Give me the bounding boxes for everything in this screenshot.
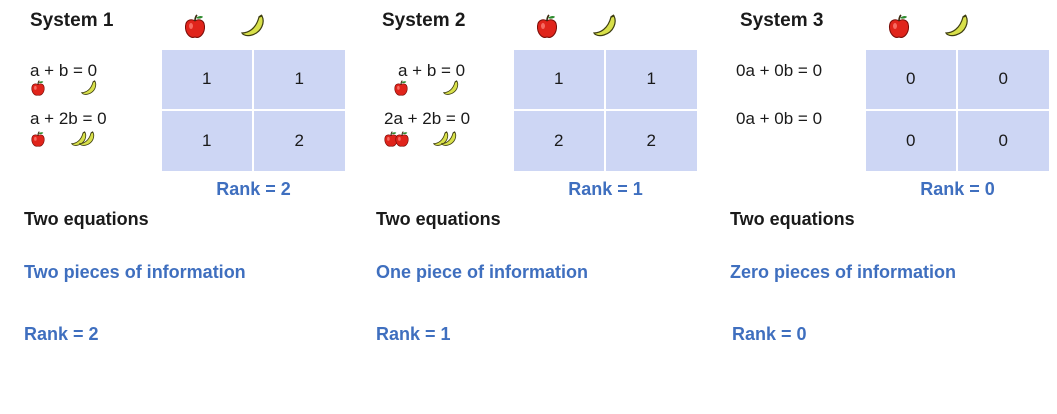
banana-icon: [592, 14, 618, 38]
matrix-cell: 0: [866, 110, 958, 171]
system-panel-3: System 3 0a + 0b = 0 0a + 0b = 0 0 0 0 0…: [704, 0, 1054, 414]
equations-count-label: Two equations: [730, 209, 855, 229]
apple-icon: [30, 80, 46, 97]
matrix-rank-label: Rank = 0: [920, 179, 995, 199]
apple-icon: [393, 80, 409, 97]
information-label: Two pieces of information: [24, 262, 246, 282]
equation-2: a + 2b = 0: [30, 109, 107, 128]
rank-summary: Rank = 0: [732, 324, 807, 344]
matrix-rank-label: Rank = 2: [216, 179, 291, 199]
information-label: One piece of information: [376, 262, 589, 282]
matrix-cell: 1: [605, 50, 697, 111]
matrix-cell: 0: [866, 50, 958, 111]
matrix-cell: 1: [253, 50, 345, 111]
matrix-cell: 1: [162, 50, 254, 111]
equation-1: a + b = 0: [398, 61, 466, 80]
equation-1: 0a + 0b = 0: [736, 61, 823, 80]
coefficient-matrix: 1 1 2 2: [514, 50, 697, 171]
system-title: System 2: [382, 10, 466, 31]
system-panel-2: System 2 a + b = 0 2a + 2b = 0 1 1 2 2 R…: [352, 0, 702, 414]
banana-icon: [440, 131, 458, 147]
information-label: Zero pieces of information: [730, 262, 957, 282]
system-title: System 3: [740, 10, 824, 31]
matrix-cell: 1: [162, 110, 254, 171]
equations-count-label: Two equations: [24, 209, 149, 229]
matrix-cell: 2: [646, 130, 656, 150]
banana-icon: [78, 131, 96, 147]
equation-2: 2a + 2b = 0: [384, 109, 471, 128]
coefficient-matrix: 1 1 1 2: [162, 50, 345, 171]
equation-2: 0a + 0b = 0: [736, 109, 823, 128]
matrix-cell: 2: [514, 110, 606, 171]
equation-1: a + b = 0: [30, 61, 98, 80]
system-title: System 1: [30, 10, 114, 31]
equations-count-label: Two equations: [376, 209, 501, 229]
rank-summary: Rank = 2: [24, 324, 99, 344]
matrix-cell: 2: [294, 130, 304, 150]
matrix-rank-label: Rank = 1: [568, 179, 643, 199]
apple-icon: [183, 14, 207, 40]
banana-icon: [944, 14, 970, 38]
banana-icon: [240, 14, 266, 38]
matrix-cell: 0: [998, 130, 1008, 150]
apple-icon: [394, 131, 410, 148]
banana-icon: [80, 80, 98, 96]
coefficient-matrix: 0 0 0 0: [866, 50, 1049, 171]
matrix-cell: 0: [957, 50, 1049, 111]
apple-icon: [535, 14, 559, 40]
apple-icon: [887, 14, 911, 40]
system-panel-1: System 1 a + b = 0 a + 2b = 0 1 1 1 2 Ra…: [0, 0, 350, 414]
apple-icon: [30, 131, 46, 148]
rank-summary: Rank = 1: [376, 324, 451, 344]
matrix-cell: 1: [514, 50, 606, 111]
banana-icon: [442, 80, 460, 96]
